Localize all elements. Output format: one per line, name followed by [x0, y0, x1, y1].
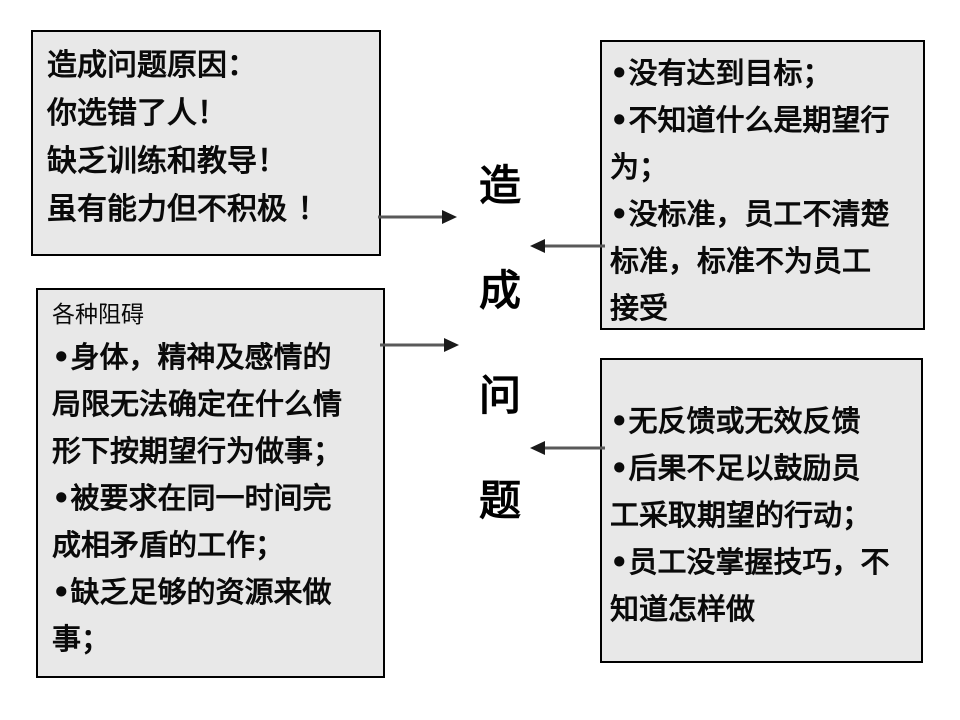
- feedback-line-4: •员工没掌握技巧，不: [610, 545, 890, 579]
- box-obstacles[interactable]: 各种阻碍 •身体，精神及感情的 局限无法确定在什么情 形下按期望行为做事； •被…: [36, 288, 385, 678]
- obstacles-line-4: •被要求在同一时间完: [52, 481, 332, 515]
- box-feedback-content: •无反馈或无效反馈 •后果不足以鼓励员 工采取期望的行动； •员工没掌握技巧，不…: [602, 360, 921, 633]
- box-causes[interactable]: 造成问题原因： 你选错了人！ 缺乏训练和教导！ 虽有能力但不积极 ！: [31, 30, 381, 256]
- feedback-line-5: 知道怎样做: [610, 592, 756, 626]
- symptoms-line-6: 接受: [610, 291, 669, 325]
- causes-line-4: 虽有能力但不积极 ！: [47, 192, 328, 227]
- obstacles-heading: 各种阻碍: [52, 302, 144, 328]
- feedback-line-1: •无反馈或无效反馈: [610, 404, 861, 438]
- center-title-char-3: 问: [478, 371, 521, 420]
- obstacles-line-2: 局限无法确定在什么情: [52, 387, 343, 421]
- center-title-char-2: 成: [478, 266, 521, 315]
- center-title-char-4: 题: [478, 476, 521, 525]
- feedback-line-3: 工采取期望的行动；: [610, 498, 872, 532]
- box-symptoms-content: •没有达到目标； •不知道什么是期望行 为； •没标准，员工不清楚 标准，标准不…: [602, 42, 923, 332]
- causes-line-3: 缺乏训练和教导！: [47, 144, 287, 179]
- obstacles-line-5: 成相矛盾的工作；: [52, 528, 285, 562]
- arrow-obstacles-to-center: [380, 338, 459, 352]
- arrow-symptoms-to-center: [530, 239, 605, 253]
- symptoms-line-3: 为；: [610, 150, 669, 184]
- obstacles-line-7: 事；: [52, 622, 111, 656]
- box-feedback[interactable]: •无反馈或无效反馈 •后果不足以鼓励员 工采取期望的行动； •员工没掌握技巧，不…: [600, 358, 923, 663]
- arrow-feedback-to-center: [530, 441, 605, 455]
- box-causes-content: 造成问题原因： 你选错了人！ 缺乏训练和教导！ 虽有能力但不积极 ！: [33, 32, 379, 234]
- symptoms-line-5: 标准，标准不为员工: [610, 244, 872, 278]
- center-title-char-1: 造: [478, 161, 521, 210]
- box-symptoms[interactable]: •没有达到目标； •不知道什么是期望行 为； •没标准，员工不清楚 标准，标准不…: [600, 40, 925, 330]
- obstacles-line-6: •缺乏足够的资源来做: [52, 575, 332, 609]
- obstacles-line-3: 形下按期望行为做事；: [52, 434, 343, 468]
- center-title: 造 成 问 题: [470, 133, 530, 553]
- feedback-line-2: •后果不足以鼓励员: [610, 451, 861, 485]
- arrow-causes-to-center: [378, 210, 457, 224]
- symptoms-line-4: •没标准，员工不清楚: [610, 197, 890, 231]
- obstacles-line-1: •身体，精神及感情的: [52, 340, 332, 374]
- symptoms-line-2: •不知道什么是期望行: [610, 103, 890, 137]
- causes-line-1: 造成问题原因：: [47, 48, 257, 83]
- box-obstacles-content: 各种阻碍 •身体，精神及感情的 局限无法确定在什么情 形下按期望行为做事； •被…: [38, 290, 383, 663]
- symptoms-line-1: •没有达到目标；: [610, 56, 832, 90]
- causes-line-2: 你选错了人！: [47, 96, 227, 131]
